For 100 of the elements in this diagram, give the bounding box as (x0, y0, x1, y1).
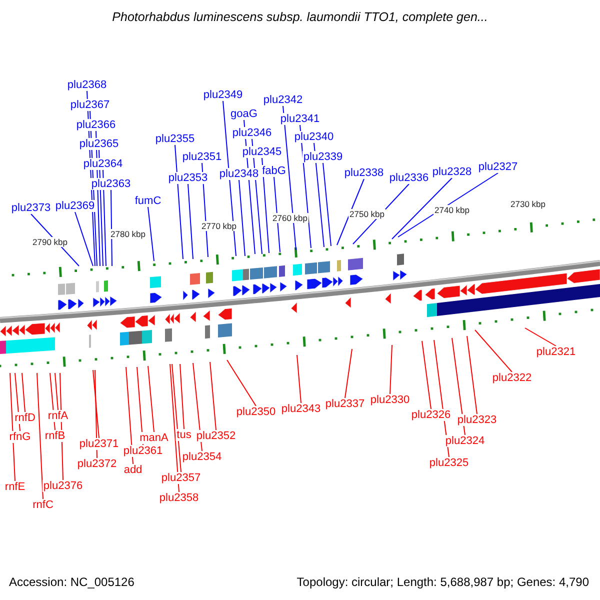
leader-line (22, 372, 26, 412)
gene-label: plu2365 (78, 138, 120, 150)
leader-line (172, 364, 182, 472)
leader-line (174, 144, 184, 260)
gene-label: plu2366 (75, 119, 117, 131)
leader-line (148, 206, 154, 262)
gene-label: plu2324 (444, 435, 486, 447)
leader-line (336, 178, 364, 246)
leader-line (238, 180, 246, 256)
scale-label: 2740 kbp (434, 205, 470, 215)
footer-text: Topology: circular; Length: 5,688,987 bp; Genes: 4,790 (296, 575, 590, 589)
leader-line (274, 176, 280, 252)
gene-label: fabG (261, 165, 287, 177)
leader-line (10, 372, 16, 482)
gene-label: plu2337 (324, 398, 366, 410)
gene-label: plu2349 (202, 89, 244, 101)
scale-label: 2790 kbp (32, 237, 68, 247)
gene-label: plu2327 (477, 161, 519, 173)
leader-line (474, 330, 512, 372)
gene-label: plu2348 (218, 168, 260, 180)
leader-line (110, 190, 112, 266)
gene-label: plu2373 (10, 202, 52, 214)
gene-label: manA (138, 432, 170, 444)
gene-label: goaG (230, 108, 258, 120)
leader-line (54, 372, 58, 410)
gene-label: plu2371 (78, 438, 120, 450)
gene-label: plu2326 (410, 409, 452, 421)
leader-line (314, 142, 324, 248)
leader-line (148, 366, 154, 432)
gene-label: plu2363 (90, 178, 132, 190)
leader-line (262, 158, 270, 254)
leader-line (36, 372, 44, 500)
gene-label: plu2364 (82, 158, 124, 170)
gene-label: plu2372 (76, 458, 118, 470)
gene-label: plu2323 (456, 414, 498, 426)
gene-label: plu2328 (431, 166, 473, 178)
gene-label: plu2350 (235, 406, 277, 418)
leader-line (180, 364, 184, 430)
gene-label: rnfC (32, 499, 54, 511)
gene-label: tus (176, 429, 192, 441)
gene-label: plu2358 (158, 492, 200, 504)
leader-line (524, 328, 556, 346)
scale-label: 2780 kbp (110, 229, 146, 239)
leader-line (92, 370, 100, 438)
gene-label: plu2325 (428, 457, 470, 469)
leader-line (390, 344, 392, 394)
leader-line (50, 372, 56, 430)
gene-label: plu2351 (181, 151, 223, 163)
leader-line (94, 370, 98, 458)
gene-label: plu2369 (54, 200, 96, 212)
leader-line (322, 162, 332, 246)
gene-label: rnfD (14, 412, 36, 424)
gene-label: plu2354 (181, 451, 223, 463)
gene-label: rfnG (8, 431, 32, 443)
gene-label: plu2339 (302, 151, 344, 163)
leader-line (170, 364, 180, 492)
footer-text: Accession: NC_005126 (8, 575, 136, 589)
leader-line (60, 372, 64, 480)
scale-label: 2750 kbp (348, 209, 386, 219)
leader-line (466, 336, 478, 414)
gene-label: rnfB (44, 430, 66, 442)
leader-line (102, 170, 106, 266)
title: Photorhabdus luminescens subsp. laumondii TTO1, complete gen... (111, 10, 489, 24)
gene-label: plu2357 (160, 472, 202, 484)
gene-label: plu2322 (491, 372, 533, 384)
gene-label: rnfE (4, 481, 26, 493)
gene-label: plu2338 (343, 167, 385, 179)
gene-label: plu2342 (262, 94, 304, 106)
gene-label: plu2340 (293, 131, 335, 143)
leader-line (344, 348, 352, 398)
gene-label: plu2336 (388, 172, 430, 184)
scale-label: 2760 kbp (272, 213, 308, 223)
gene-label: plu2376 (42, 480, 84, 492)
leader-line (222, 100, 236, 256)
gene-label: add (122, 464, 144, 476)
gene-label: plu2355 (154, 133, 196, 145)
gene-label: fumC (134, 195, 162, 207)
leader-line (126, 366, 134, 464)
leader-line (422, 340, 432, 410)
leader-line (188, 184, 194, 260)
gene-label: plu2368 (66, 79, 108, 91)
leader-line (14, 372, 20, 432)
leader-line (226, 360, 256, 406)
leader-line (210, 362, 216, 430)
gene-label: plu2343 (280, 403, 322, 415)
leader-line (392, 178, 452, 240)
gene-label: plu2352 (195, 430, 237, 442)
gene-label: plu2353 (167, 172, 209, 184)
gene-label: plu2321 (535, 346, 577, 358)
scale-label: 2730 kbp (510, 199, 546, 209)
gene-label: plu2367 (69, 99, 111, 111)
leader-line (192, 362, 202, 452)
gene-label: plu2345 (241, 146, 283, 158)
leader-line (74, 212, 94, 266)
gene-label: plu2330 (369, 394, 411, 406)
gene-label: rnfA (46, 410, 70, 422)
gene-label: plu2361 (122, 445, 164, 457)
leader-line (296, 354, 302, 404)
gene-label: plu2341 (279, 113, 321, 125)
leader-line (452, 338, 466, 436)
